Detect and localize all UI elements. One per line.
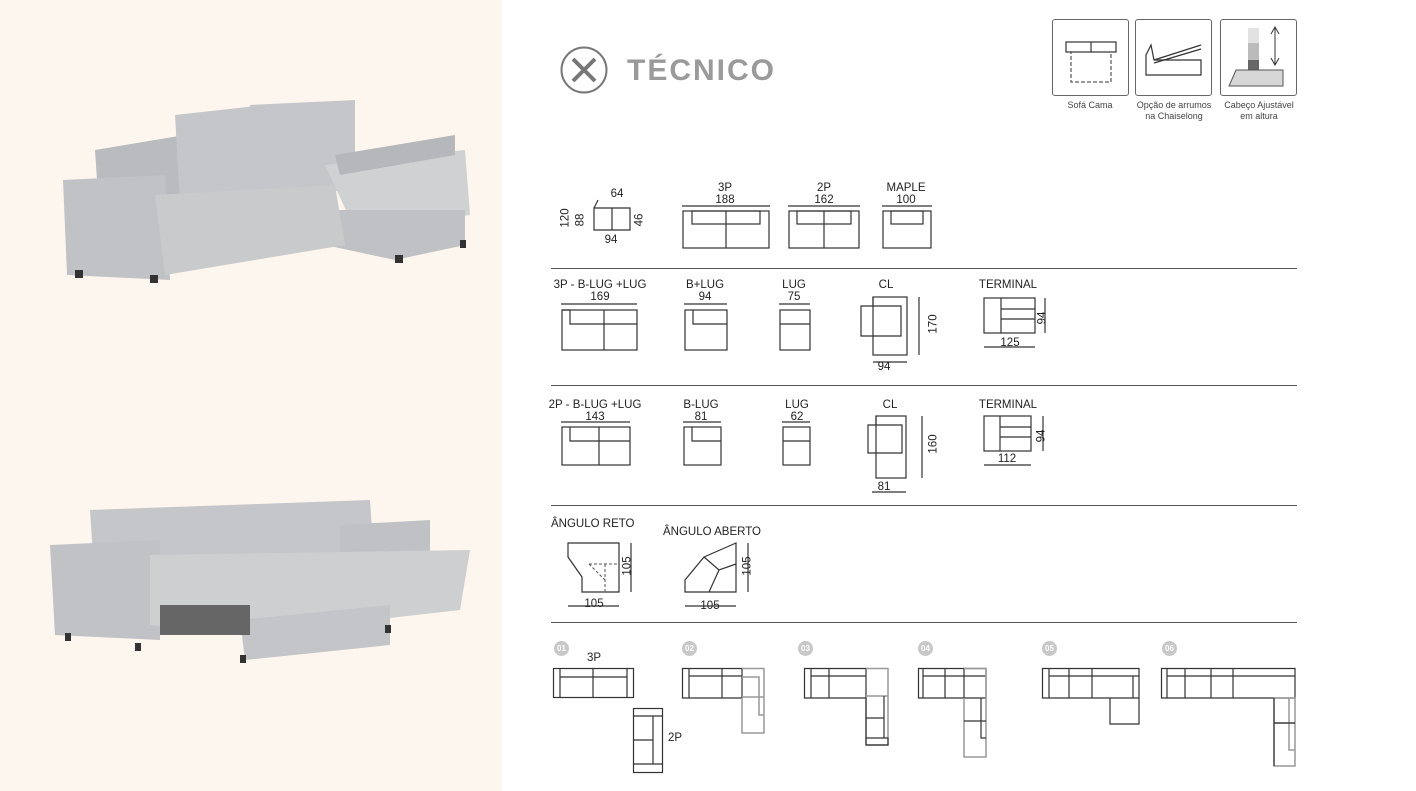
module-width: 143 — [585, 411, 605, 423]
feature-label: Opção de arrumos na Chaiselong — [1136, 100, 1212, 121]
module-2p-drawing — [788, 205, 860, 249]
module-lug-drawing — [782, 421, 811, 466]
config-label: 3P — [587, 652, 602, 664]
storage-chaiselong-feature-icon — [1135, 19, 1212, 96]
module-name: 3P - B-LUG +LUG — [553, 279, 647, 291]
side-profile-drawing — [593, 199, 631, 231]
page-title: TÉCNICO — [627, 54, 776, 87]
module-2p-blug-lug-drawing — [561, 421, 631, 466]
config-02-drawing — [681, 667, 765, 734]
module-name: 2P - B-LUG +LUG — [548, 399, 642, 411]
product-photo-panel — [0, 0, 502, 791]
module-3p-drawing — [682, 205, 770, 249]
config-number: 03 — [798, 641, 813, 656]
divider — [551, 622, 1297, 623]
module-width: 62 — [790, 411, 804, 423]
angle-height: 105 — [621, 556, 634, 576]
module-name: LUG — [782, 279, 806, 291]
module-b-plus-lug-drawing — [684, 303, 728, 351]
config-number: 02 — [682, 641, 697, 656]
module-3p-blug-lug-drawing — [561, 303, 638, 351]
sofa-bed-open-image — [50, 500, 470, 663]
dim-height-seat: 46 — [633, 213, 646, 227]
config-04-drawing — [917, 667, 987, 758]
dim-depth-seat: 64 — [610, 188, 624, 200]
config-label: 2P — [668, 732, 683, 744]
module-lug-drawing — [779, 303, 811, 351]
module-width: 169 — [590, 291, 610, 303]
dim-height-back: 88 — [574, 213, 587, 227]
module-name: TERMINAL — [978, 279, 1038, 291]
module-depth: 94 — [1036, 311, 1049, 325]
module-name: TERMINAL — [978, 399, 1038, 411]
module-name: ÂNGULO RETO — [551, 518, 635, 530]
module-b-lug-drawing — [683, 421, 722, 466]
config-number: 06 — [1162, 641, 1177, 656]
config-03-drawing — [803, 667, 889, 746]
module-name: CL — [882, 399, 898, 411]
angle-open-drawing — [684, 542, 749, 607]
module-width: 94 — [877, 361, 891, 373]
module-name: CL — [878, 279, 894, 291]
module-width: 94 — [698, 291, 712, 303]
module-length: 160 — [927, 434, 940, 454]
feature-label: Cabeço Ajustável em altura — [1224, 100, 1294, 121]
feature-label: Sofá Cama — [1067, 100, 1113, 110]
angle-height: 105 — [741, 556, 754, 576]
module-name: B-LUG — [683, 399, 719, 411]
module-width: 100 — [896, 194, 916, 206]
config-number: 01 — [554, 641, 569, 656]
config-06-drawing — [1160, 667, 1296, 767]
module-cl-drawing — [867, 415, 923, 493]
dim-depth: 94 — [604, 234, 618, 246]
sofa-chaiselong-open-image — [63, 100, 470, 283]
config-number: 04 — [918, 641, 933, 656]
module-width: 125 — [1000, 337, 1020, 349]
module-cl-drawing — [860, 296, 920, 363]
module-name: LUG — [785, 399, 809, 411]
module-width: 81 — [694, 411, 708, 423]
config-number: 05 — [1042, 641, 1057, 656]
config-01-drawing — [552, 667, 664, 774]
module-terminal-drawing — [983, 297, 1046, 348]
module-name: 3P — [717, 182, 733, 194]
module-width: 81 — [877, 481, 891, 493]
angle-width: 105 — [700, 600, 720, 612]
module-width: 112 — [997, 453, 1017, 465]
module-terminal-drawing — [983, 415, 1044, 466]
divider — [551, 268, 1297, 269]
angle-width: 105 — [584, 598, 604, 610]
adjustable-headrest-feature-icon — [1220, 19, 1297, 96]
module-width: 75 — [787, 291, 801, 303]
config-05-drawing — [1041, 667, 1140, 725]
divider — [551, 505, 1297, 506]
module-length: 170 — [927, 314, 940, 334]
module-depth: 94 — [1035, 429, 1048, 443]
divider — [551, 385, 1297, 386]
angle-straight-drawing — [567, 542, 632, 607]
dim-height-total: 120 — [559, 208, 572, 228]
module-name: B+LUG — [685, 279, 725, 291]
module-name: 2P — [816, 182, 832, 194]
pencil-ruler-icon — [560, 46, 608, 94]
module-width: 162 — [814, 194, 834, 206]
module-width: 188 — [715, 194, 735, 206]
module-name: ÂNGULO ABERTO — [663, 526, 761, 538]
sofa-bed-feature-icon — [1052, 19, 1129, 96]
module-maple-drawing — [882, 205, 932, 249]
module-name: MAPLE — [886, 182, 926, 194]
